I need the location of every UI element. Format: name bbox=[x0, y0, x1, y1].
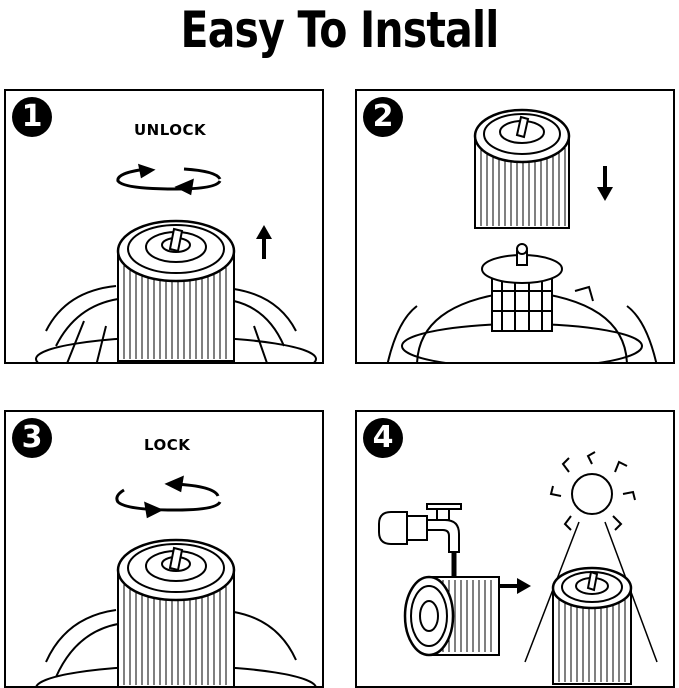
step-2-panel: 2 bbox=[355, 89, 675, 364]
sun-icon bbox=[549, 451, 636, 531]
vacuum-base bbox=[35, 285, 317, 362]
step-1-badge: 1 bbox=[12, 97, 52, 137]
step-3-label: LOCK bbox=[144, 436, 191, 454]
filter-cage-icon bbox=[386, 243, 658, 362]
drying-filter-icon bbox=[551, 566, 633, 685]
step-4-panel: 4 bbox=[355, 410, 675, 688]
step-3-panel: 3 LOCK bbox=[4, 410, 324, 688]
step-1-label: UNLOCK bbox=[134, 121, 207, 139]
step-3-badge: 3 bbox=[12, 418, 52, 458]
up-arrow-icon bbox=[256, 225, 272, 259]
step-4-badge: 4 bbox=[363, 418, 403, 458]
step-2-badge: 2 bbox=[363, 97, 403, 137]
filter-cartridge-icon bbox=[116, 538, 236, 686]
rotate-arrows-icon bbox=[116, 163, 222, 196]
down-arrow-icon bbox=[597, 166, 613, 201]
step-1-panel: 1 UNLOCK bbox=[4, 89, 324, 364]
right-arrow-icon bbox=[499, 578, 531, 594]
filter-cartridge-icon bbox=[403, 575, 500, 657]
rotate-arrows-icon bbox=[115, 475, 222, 519]
filter-cartridge-icon bbox=[116, 219, 236, 362]
page-title: Easy To Install bbox=[180, 1, 500, 59]
faucet-icon bbox=[378, 503, 462, 592]
filter-cartridge-icon bbox=[473, 108, 571, 229]
